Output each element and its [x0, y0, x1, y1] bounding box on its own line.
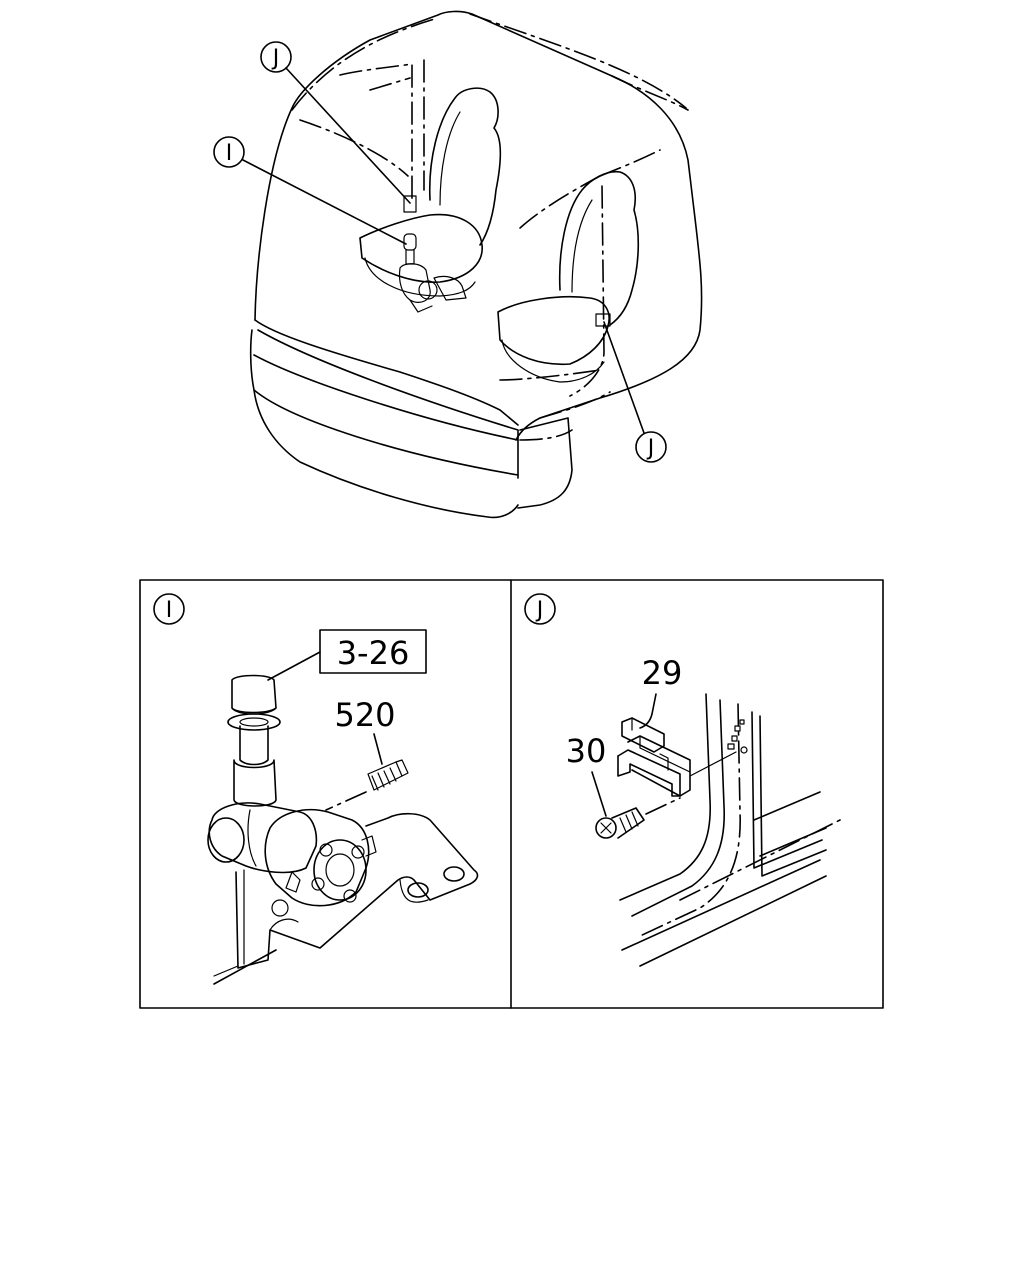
cab-inner-edge-10 — [569, 185, 605, 397]
part-29: 29 — [639, 654, 683, 729]
belt-anchor-upper — [403, 195, 417, 213]
svg-text:J: J — [646, 436, 655, 461]
callout-j-top: J — [260, 41, 411, 204]
svg-text:30: 30 — [566, 732, 607, 770]
cab-inner-edge-13 — [539, 391, 611, 419]
cab-inner-edge-3 — [369, 77, 411, 91]
panel-j-callout: J — [524, 593, 556, 625]
panel-j: J 29 30 — [524, 593, 841, 967]
panel-i-callout: I — [153, 593, 185, 625]
cab-inner-edge-2 — [339, 63, 413, 201]
cab-overview: J I J — [213, 10, 703, 519]
cab-step — [517, 417, 573, 509]
driver-seat-base — [364, 257, 476, 297]
svg-text:I: I — [226, 141, 233, 166]
callout-j-bottom: J — [603, 321, 667, 463]
cab-bumper-line — [253, 354, 519, 441]
callout-i-top: I — [213, 136, 407, 245]
part-520: 520 — [325, 696, 409, 811]
svg-text:J: J — [271, 46, 280, 71]
svg-text:520: 520 — [334, 696, 395, 734]
cab-inner-edge-5 — [299, 119, 409, 177]
cab-inner-edge-1 — [291, 17, 439, 111]
cab-bumper-top — [249, 329, 519, 476]
part-30: 30 — [566, 732, 607, 817]
door-pillar — [619, 693, 841, 967]
set-screw-520 — [367, 759, 409, 791]
bolt-30 — [595, 807, 645, 839]
cab-front-panel — [254, 319, 519, 426]
cab-inner-edge-7 — [611, 75, 689, 111]
switch-assembly-small — [398, 233, 467, 313]
cab-shell — [254, 10, 703, 441]
passenger-seat-cushion — [497, 295, 610, 366]
cab-bumper-front — [257, 329, 519, 479]
svg-text:3-26: 3-26 — [337, 634, 410, 672]
driver-seat-back-inner — [439, 111, 461, 206]
cab-inner-edge-12 — [499, 369, 601, 381]
svg-text:I: I — [166, 598, 173, 623]
driver-seat-back — [428, 87, 502, 246]
passenger-seat-base — [501, 339, 605, 383]
cab-inner-edge-11 — [519, 429, 573, 441]
cab-skirt — [253, 389, 519, 519]
panel-i: I 3-26 520 — [153, 593, 479, 985]
svg-text:J: J — [535, 598, 544, 623]
belt-anchor-clip — [617, 717, 691, 797]
cab-inner-edge-9 — [469, 13, 687, 109]
passenger-seat-back — [558, 170, 640, 326]
passenger-seat-back-inner — [571, 199, 593, 293]
svg-text:29: 29 — [642, 654, 683, 692]
driver-seat-cushion — [359, 213, 483, 283]
ref-box-3-26: 3-26 — [267, 629, 427, 681]
belt-anchor-lower — [595, 313, 611, 327]
detail-panels-frame — [139, 579, 884, 1009]
switch-assembly-detail — [207, 674, 479, 985]
